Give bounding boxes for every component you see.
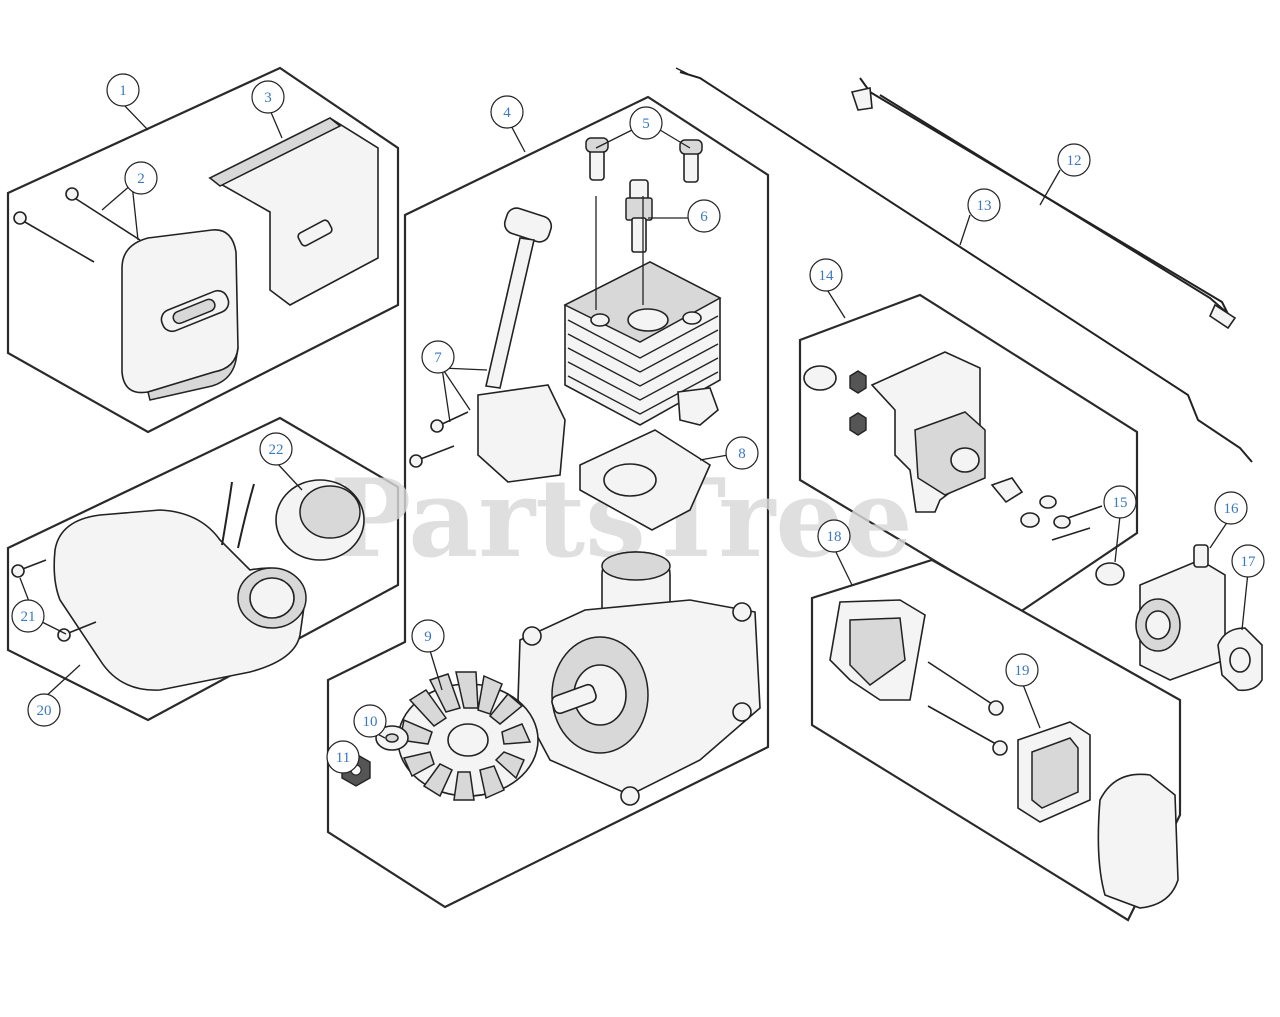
- callout-6[interactable]: 6: [687, 199, 721, 233]
- callout-label: 19: [1015, 663, 1030, 679]
- callout-22[interactable]: 22: [259, 432, 293, 466]
- callout-label: 3: [264, 90, 272, 106]
- callout-label: 13: [977, 198, 992, 214]
- callout-15[interactable]: 15: [1103, 485, 1137, 519]
- callout-9[interactable]: 9: [411, 619, 445, 653]
- callout-11[interactable]: 11: [326, 740, 360, 774]
- callout-label: 18: [827, 529, 842, 545]
- callout-label: 21: [21, 609, 36, 625]
- callout-17[interactable]: 17: [1231, 544, 1265, 578]
- callout-14[interactable]: 14: [809, 258, 843, 292]
- callout-label: 1: [119, 83, 127, 99]
- callout-label: 8: [738, 446, 746, 462]
- callout-label: 10: [363, 714, 378, 730]
- callout-16[interactable]: 16: [1214, 491, 1248, 525]
- callout-20[interactable]: 20: [27, 693, 61, 727]
- callout-5[interactable]: 5: [629, 106, 663, 140]
- carburetor-assembly[interactable]: [1135, 544, 1263, 692]
- callout-label: 20: [37, 703, 52, 719]
- callout-label: 17: [1241, 554, 1257, 570]
- callout-label: 9: [424, 629, 432, 645]
- air-filter-assembly[interactable]: [829, 599, 1179, 909]
- callout-label: 7: [434, 350, 442, 366]
- muffler-assembly[interactable]: [13, 117, 379, 401]
- callout-18[interactable]: 18: [817, 519, 851, 553]
- throttle-cables[interactable]: [675, 67, 1253, 463]
- callout-13[interactable]: 13: [967, 188, 1001, 222]
- fuel-tank-assembly[interactable]: [11, 479, 365, 691]
- callout-label: 16: [1224, 501, 1240, 517]
- callout-label: 11: [336, 750, 350, 766]
- callout-8[interactable]: 8: [725, 436, 759, 470]
- callout-label: 2: [137, 171, 145, 187]
- engine-assembly[interactable]: [341, 137, 761, 806]
- callout-19[interactable]: 19: [1005, 653, 1039, 687]
- callout-1[interactable]: 1: [106, 73, 140, 107]
- callout-label: 5: [642, 116, 650, 132]
- callout-21[interactable]: 21: [11, 599, 45, 633]
- callout-4[interactable]: 4: [490, 95, 524, 129]
- leader-lines: [19, 103, 1249, 769]
- carburetor-mount-assembly[interactable]: [803, 351, 1125, 586]
- callout-7[interactable]: 7: [421, 340, 455, 374]
- callout-label: 14: [819, 268, 835, 284]
- callout-label: 6: [700, 209, 708, 225]
- callout-label: 15: [1113, 495, 1128, 511]
- callout-label: 12: [1067, 153, 1082, 169]
- callout-label: 4: [503, 105, 511, 121]
- callout-2[interactable]: 2: [124, 161, 158, 195]
- callout-label: 22: [269, 442, 284, 458]
- callout-3[interactable]: 3: [251, 80, 285, 114]
- callout-12[interactable]: 12: [1057, 143, 1091, 177]
- callout-10[interactable]: 10: [353, 704, 387, 738]
